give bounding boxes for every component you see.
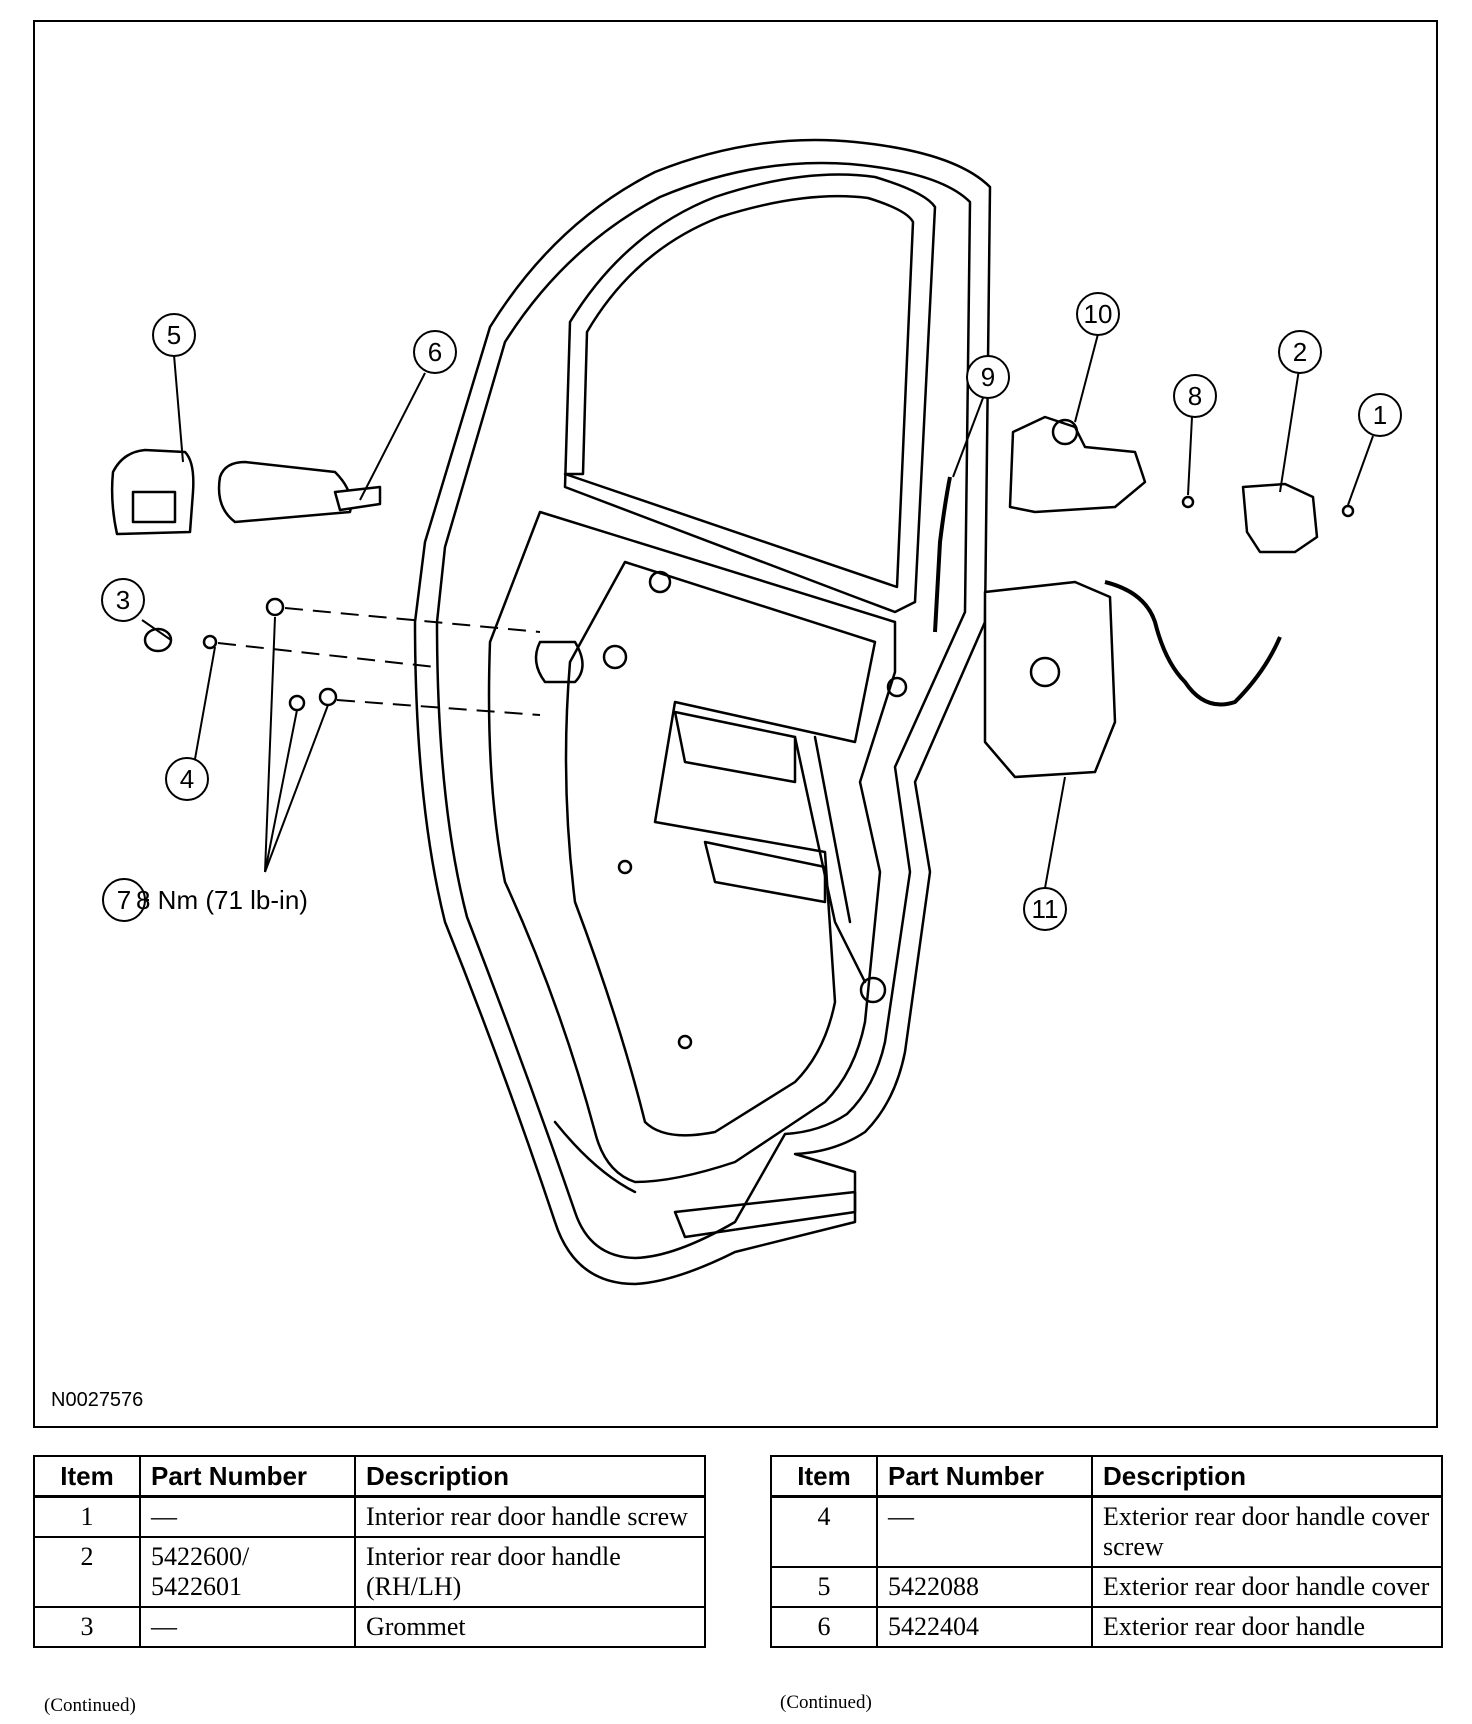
parts-table-right: Item Part Number Description 4 — Exterio… (770, 1455, 1443, 1648)
callout-4: 4 (165, 757, 209, 801)
door-latch-part (983, 580, 1117, 779)
row-description: Exterior rear door handle cover screw (1091, 1495, 1443, 1568)
svg-text:10: 10 (1084, 299, 1113, 329)
callout-7: 7 (102, 878, 146, 922)
table-row: 6 5422404 Exterior rear door handle (770, 1606, 1443, 1648)
callout-9: 9 (966, 355, 1010, 399)
callouts: 5 6 3 4 7 9 10 8 2 1 11 (101, 292, 1402, 931)
control-rod-part (933, 476, 952, 633)
row-part-number: 5422088 (876, 1566, 1093, 1608)
parts-table-left: Item Part Number Description 1 — Interio… (33, 1455, 706, 1648)
exploded-diagram: 5 6 3 4 7 9 10 8 2 1 11 8 Nm (71 lb-in) … (33, 20, 1438, 1428)
svg-text:8: 8 (1188, 381, 1202, 411)
bolt-part (288, 694, 306, 712)
row-description: Interior rear door handle (RH/LH) (354, 1536, 706, 1608)
header-item: Item (770, 1455, 878, 1498)
handle-screw-part (1181, 495, 1195, 509)
header-item: Item (33, 1455, 141, 1498)
bolt-part (318, 687, 338, 707)
row-item: 6 (770, 1606, 878, 1648)
svg-text:2: 2 (1293, 337, 1307, 367)
table-row: 4 — Exterior rear door handle cover scre… (770, 1495, 1443, 1568)
figure-code: N0027576 (51, 1389, 144, 1411)
svg-text:7: 7 (117, 885, 131, 915)
table-row: 5 5422088 Exterior rear door handle cove… (770, 1566, 1443, 1608)
table-row: 3 — Grommet (33, 1606, 706, 1648)
callout-1: 1 (1358, 393, 1402, 437)
row-item: 2 (33, 1536, 141, 1608)
table-header-row: Item Part Number Description (770, 1455, 1443, 1498)
exterior-handle-part (217, 460, 353, 524)
torque-spec: 8 Nm (71 lb-in) (136, 885, 308, 915)
row-description: Grommet (354, 1606, 706, 1648)
alignment-lines (217, 607, 541, 716)
bolt-part (265, 597, 285, 617)
diagram-drawing: 5 6 3 4 7 9 10 8 2 1 11 8 Nm (71 lb-in) (101, 138, 1402, 1286)
row-item: 5 (770, 1566, 878, 1608)
leader-lines (125, 333, 1374, 901)
door-panel (413, 138, 992, 1286)
callout-5: 5 (152, 313, 196, 357)
header-part-number: Part Number (876, 1455, 1093, 1498)
interior-screw-part (1341, 504, 1355, 518)
continued-note-left: (Continued) (44, 1695, 136, 1716)
callout-6: 6 (413, 330, 457, 374)
svg-text:5: 5 (167, 320, 181, 350)
callout-3: 3 (101, 578, 145, 622)
svg-text:11: 11 (1032, 894, 1059, 924)
svg-text:3: 3 (116, 585, 130, 615)
row-item: 1 (33, 1495, 141, 1538)
svg-text:9: 9 (981, 362, 995, 392)
callout-8: 8 (1173, 374, 1217, 418)
table-header-row: Item Part Number Description (33, 1455, 706, 1498)
cover-screw-part (202, 634, 218, 650)
row-description: Interior rear door handle screw (354, 1495, 706, 1538)
row-item: 3 (33, 1606, 141, 1648)
row-part-number: — (139, 1606, 356, 1648)
row-part-number: — (139, 1495, 356, 1538)
row-part-number: 5422404 (876, 1606, 1093, 1648)
svg-text:4: 4 (180, 764, 194, 794)
header-part-number: Part Number (139, 1455, 356, 1498)
callout-11: 11 (1023, 887, 1067, 931)
row-part-number: — (876, 1495, 1093, 1568)
header-description: Description (1091, 1455, 1443, 1498)
row-description: Exterior rear door handle (1091, 1606, 1443, 1648)
grommet-part (143, 627, 173, 653)
callout-2: 2 (1278, 330, 1322, 374)
interior-handle-part (1241, 482, 1319, 554)
table-row: 1 — Interior rear door handle screw (33, 1495, 706, 1538)
svg-text:1: 1 (1373, 400, 1387, 430)
svg-text:6: 6 (428, 337, 442, 367)
table-row: 2 5422600/ 5422601 Interior rear door ha… (33, 1536, 706, 1608)
row-description: Exterior rear door handle cover (1091, 1566, 1443, 1608)
callout-10: 10 (1076, 292, 1120, 336)
continued-note-right: (Continued) (780, 1692, 872, 1713)
row-part-number: 5422600/ 5422601 (139, 1536, 356, 1608)
row-item: 4 (770, 1495, 878, 1568)
header-description: Description (354, 1455, 706, 1498)
